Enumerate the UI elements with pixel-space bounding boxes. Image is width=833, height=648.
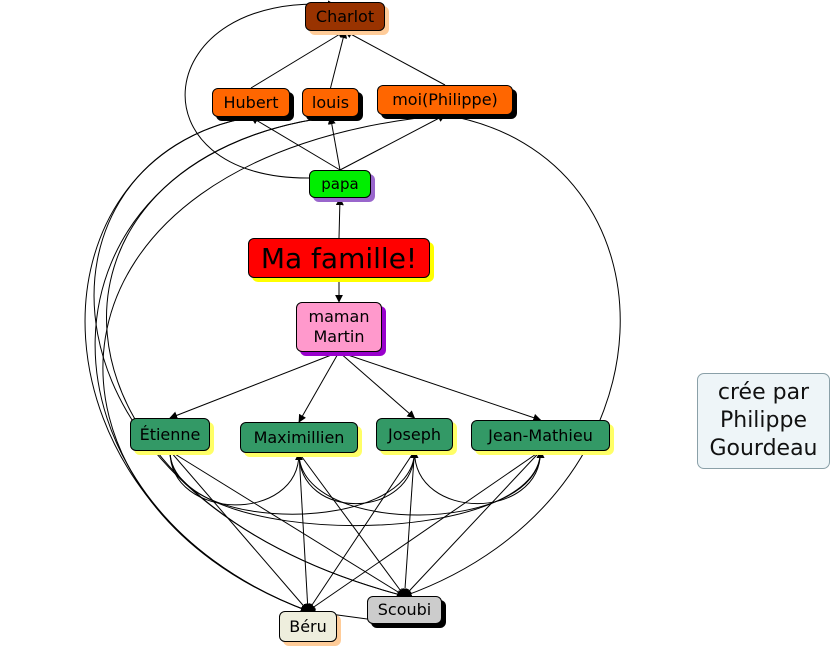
- edge-moi-to-charlot: [344, 30, 446, 86]
- edge-maximillien-to-scoubi: [298, 452, 405, 597]
- node-label: Jean-Mathieu: [488, 425, 593, 445]
- node-label: Charlot: [315, 6, 375, 26]
- node-louis[interactable]: louis: [302, 88, 359, 117]
- node-label: moi(Philippe): [392, 90, 498, 109]
- edge-etienne-to-maximillien: [169, 450, 303, 506]
- edge-moi-to-beru: [102, 114, 446, 613]
- edge-maman-to-jeanmathieu: [338, 351, 542, 422]
- credit-line-1: crée par: [717, 380, 810, 405]
- edge-maman-to-maximillien: [298, 351, 340, 423]
- node-label: Scoubi: [377, 600, 432, 619]
- node-etienne[interactable]: Étienne: [130, 418, 210, 451]
- edge-papa-to-moi: [339, 114, 446, 171]
- node-moi[interactable]: moi(Philippe): [377, 85, 513, 115]
- node-title[interactable]: Ma famille!: [248, 238, 430, 278]
- edge-louis-to-scoubi: [106, 116, 406, 599]
- edge-maman-to-etienne: [169, 351, 340, 420]
- edge-jeanmathieu-to-beru: [307, 450, 541, 612]
- edge-moi-to-scoubi: [403, 114, 621, 598]
- edge-joseph-to-beru: [307, 450, 415, 612]
- edge-etienne-to-beru: [169, 450, 309, 612]
- node-label: louis: [311, 92, 350, 112]
- credit-line-2: Philippe: [719, 408, 807, 433]
- node-scoubi[interactable]: Scoubi: [367, 596, 442, 624]
- edge-maximillien-to-joseph: [298, 450, 419, 505]
- node-beru[interactable]: Béru: [279, 611, 337, 642]
- edge-jeanmathieu-to-scoubi: [403, 450, 541, 597]
- node-jeanmathieu[interactable]: Jean-Mathieu: [471, 420, 610, 451]
- credit-line-3: Gourdeau: [709, 436, 818, 461]
- edge-maman-to-joseph: [338, 351, 416, 419]
- node-charlot[interactable]: Charlot: [305, 2, 385, 31]
- edge-papa-to-louis: [327, 116, 341, 171]
- edge-etienne-to-jeanmathieu: [169, 450, 545, 527]
- node-hubert[interactable]: Hubert: [212, 88, 290, 117]
- node-label: papa: [321, 174, 359, 193]
- edge-maximillien-to-beru: [298, 452, 312, 612]
- node-joseph[interactable]: Joseph: [376, 418, 453, 451]
- edge-joseph-to-scoubi: [401, 450, 415, 597]
- node-label: maman Martin: [308, 307, 370, 346]
- edge-maximillien-to-jeanmathieu: [298, 450, 545, 516]
- edge-title-to-papa: [335, 197, 344, 239]
- node-maximillien[interactable]: Maximillien: [240, 422, 358, 453]
- node-maman[interactable]: maman Martin: [296, 302, 382, 352]
- node-label: Maximillien: [253, 427, 345, 447]
- node-papa[interactable]: papa: [309, 170, 371, 198]
- edge-hubert-to-beru: [84, 116, 309, 613]
- edge-louis-to-beru: [94, 116, 331, 613]
- edge-joseph-to-jeanmathieu: [414, 450, 545, 504]
- edge-louis-to-charlot: [330, 30, 348, 89]
- credit-box: crée par Philippe Gourdeau: [697, 373, 830, 469]
- node-label: Étienne: [139, 424, 201, 444]
- node-label: Ma famille!: [260, 241, 418, 275]
- node-label: Joseph: [388, 424, 441, 444]
- edge-etienne-to-joseph: [169, 450, 419, 515]
- edge-etienne-to-scoubi: [169, 450, 406, 597]
- edge-papa-to-charlot: [184, 0, 336, 179]
- edge-hubert-to-charlot: [250, 30, 346, 89]
- edge-papa-to-hubert: [250, 116, 341, 171]
- node-label: Béru: [289, 616, 327, 636]
- node-label: Hubert: [223, 92, 279, 112]
